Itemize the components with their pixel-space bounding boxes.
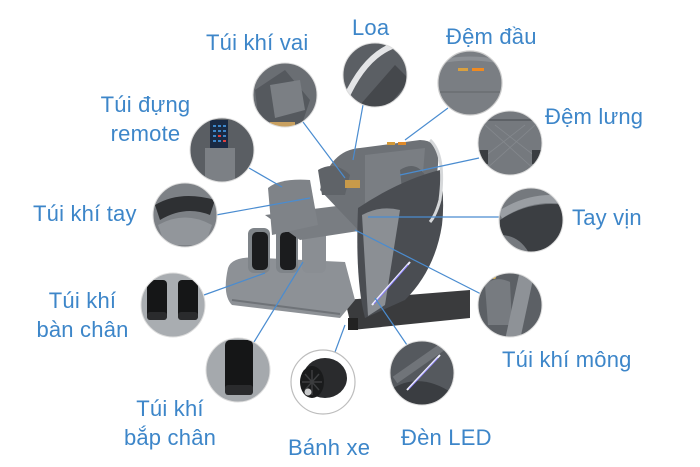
detail-armrest	[499, 188, 563, 252]
detail-seat-airbag	[478, 273, 542, 337]
label-tui-khi-ban-chan-line1: Túi khí	[48, 288, 117, 313]
label-tui-khi-bap-chan-line2: bắp chân	[123, 425, 217, 450]
detail-back-cushion	[478, 111, 542, 175]
label-dem-lung: Đệm lưng	[545, 104, 644, 129]
label-tay-vin: Tay vịn	[572, 205, 642, 230]
leader-line-tui-dung-remote	[248, 167, 283, 188]
detail-wheel	[291, 350, 355, 414]
label-dem-dau: Đệm đầu	[446, 24, 537, 49]
label-tui-khi-tay: Túi khí tay	[33, 201, 137, 226]
leader-line-tui-khi-tay	[215, 197, 311, 216]
leader-line-tui-khi-ban-chan	[203, 272, 266, 296]
leader-line-den-led	[374, 297, 408, 346]
label-banh-xe: Bánh xe	[288, 435, 371, 460]
detail-foot-airbag	[141, 273, 205, 337]
detail-calf-airbag	[206, 338, 270, 402]
label-loa: Loa	[352, 15, 390, 40]
leader-line-loa	[352, 104, 364, 161]
leader-lines	[203, 104, 499, 353]
label-tui-khi-ban-chan-line2: bàn chân	[36, 317, 129, 342]
leader-line-dem-dau	[404, 107, 449, 141]
detail-speaker	[343, 43, 407, 107]
detail-remote-pocket	[190, 118, 254, 182]
leader-line-dem-lung	[399, 157, 480, 176]
leader-line-tui-khi-mong	[354, 229, 482, 295]
leader-line-tui-khi-bap-chan	[253, 261, 304, 343]
label-den-led: Đèn LED	[401, 425, 492, 450]
detail-led-light	[390, 341, 454, 405]
detail-head-cushion	[438, 51, 502, 115]
leader-line-tui-khi-vai	[302, 121, 346, 179]
label-tui-khi-bap-chan-line1: Túi khí	[136, 396, 204, 421]
leader-line-banh-xe	[334, 324, 346, 353]
chair-body	[225, 138, 470, 330]
label-tui-khi-mong: Túi khí mông	[502, 347, 632, 372]
detail-shoulder-airbag	[253, 63, 317, 127]
label-tui-khi-vai: Túi khí vai	[206, 30, 309, 55]
detail-arm-airbag	[153, 183, 217, 247]
label-tui-dung-remote-line1: Túi đựng	[100, 92, 191, 117]
label-tui-dung-remote-line2: remote	[110, 121, 181, 146]
